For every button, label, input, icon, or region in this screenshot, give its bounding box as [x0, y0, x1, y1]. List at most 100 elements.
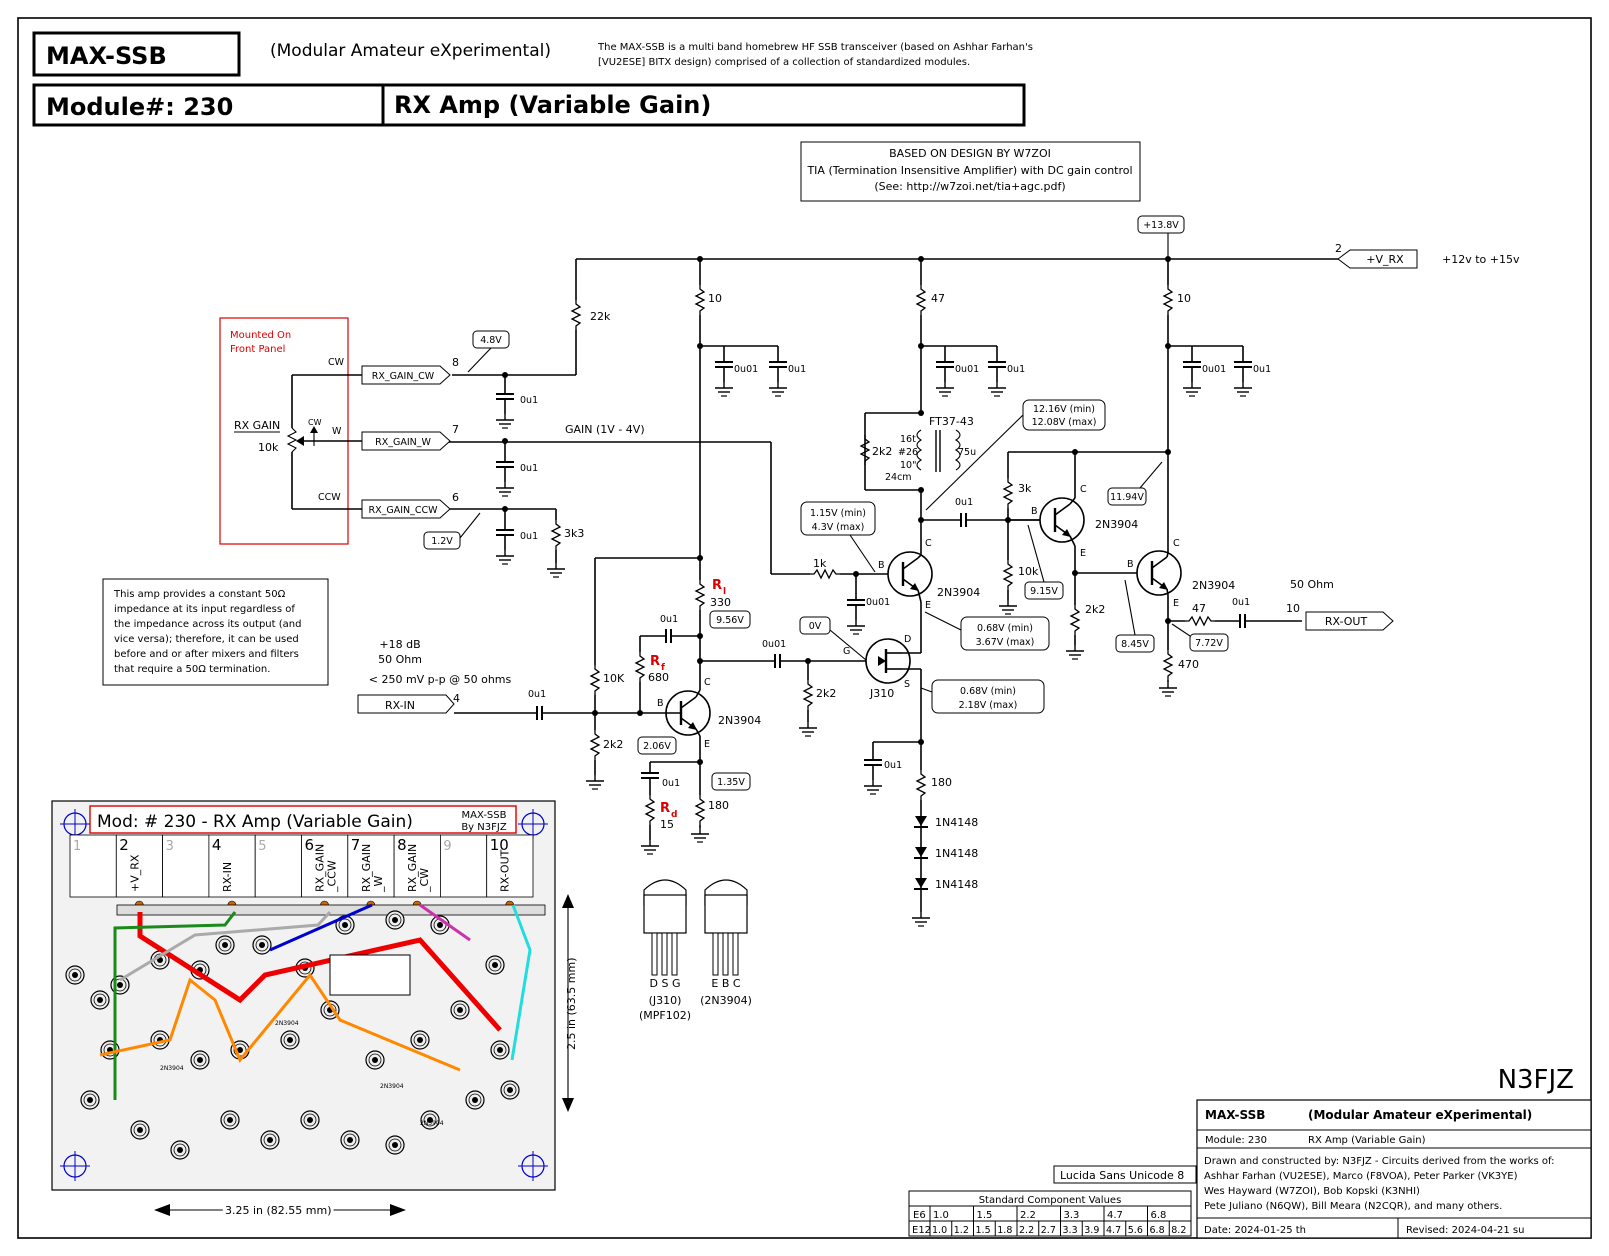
- note-line5: before and or after mixers and filters: [114, 649, 299, 660]
- cap-0u1-a: 0u1: [788, 364, 806, 375]
- voltage-vem1: 0.68V (min): [977, 623, 1033, 634]
- res-2k2-gate: 2k2: [816, 687, 836, 700]
- e6-value: 6.8: [1151, 1210, 1167, 1221]
- gain-range: GAIN (1V - 4V): [565, 423, 645, 436]
- board-pin-label: _W: [372, 876, 385, 894]
- diode-3: 1N4148: [935, 878, 978, 891]
- cap-0u1-in: 0u1: [528, 689, 546, 700]
- cap-0u1-em: 0u1: [662, 778, 680, 789]
- voltage-vcol1: 12.16V (min): [1033, 404, 1095, 415]
- cap-0u1-cpl: 0u1: [955, 497, 973, 508]
- board-pin-number: 3: [166, 839, 174, 854]
- tb-module: Module: 230: [1205, 1135, 1267, 1146]
- res-3k3: 3k3: [564, 527, 584, 540]
- cap-0u1-w: 0u1: [520, 463, 538, 474]
- vrx-port[interactable]: [1337, 249, 1418, 269]
- project-box: [32, 31, 241, 77]
- gain-w-pin: 7: [452, 423, 459, 436]
- rx-out-port[interactable]: [1305, 611, 1394, 631]
- label-rl: R: [712, 578, 722, 593]
- pin-b-q4: B: [1127, 559, 1134, 570]
- rx-in-port[interactable]: [357, 694, 455, 714]
- board-part-3: 2N3904: [380, 1083, 404, 1090]
- gain-w-label: RX_GAIN_W: [375, 437, 431, 448]
- project-expansion: (Modular Amateur eXperimental): [270, 41, 551, 61]
- pin-e-q4: E: [1173, 598, 1179, 609]
- note-line4: vice versa); therefore, it can be used: [114, 634, 299, 645]
- tb-expansion: (Modular Amateur eXperimental): [1308, 1108, 1532, 1122]
- e12-value: 4.7: [1106, 1225, 1121, 1236]
- res-2k2-em: 2k2: [1085, 603, 1105, 616]
- board-width-dim: 3.25 in (82.55 mm): [225, 1204, 332, 1217]
- core-ft37: FT37-43: [929, 415, 974, 428]
- pin-c-q3: C: [1080, 484, 1087, 495]
- res-180b: 180: [931, 776, 952, 789]
- front-panel-line2: Front Panel: [230, 344, 285, 355]
- e12-value: 1.2: [954, 1225, 969, 1236]
- pot-w: W: [332, 426, 342, 437]
- pin-c-q4: C: [1173, 538, 1180, 549]
- cap-0u01-gate: 0u01: [762, 639, 786, 650]
- in-max-level: < 250 mV p-p @ 50 ohms: [369, 673, 512, 686]
- j1-label: J310: [869, 687, 894, 700]
- e12-value: 1.5: [976, 1225, 991, 1236]
- res-680: 680: [648, 671, 669, 684]
- cap-0u1-out: 0u1: [1232, 597, 1250, 608]
- board-part-4: 2N3904: [420, 1120, 444, 1127]
- res-2k2-bias: 2k2: [603, 738, 623, 751]
- gain-cw-port[interactable]: [361, 365, 451, 385]
- coil-length-in: 10": [900, 460, 916, 471]
- e6-label: E6: [913, 1210, 926, 1221]
- font-note: Lucida Sans Unicode 8: [1060, 1169, 1184, 1182]
- cap-0u1-b: 0u1: [1007, 364, 1025, 375]
- voltage-v1194: 11.94V: [1110, 492, 1144, 503]
- pin-e-q3: E: [1080, 548, 1086, 559]
- vrx-pin: 2: [1335, 242, 1342, 255]
- q1-label: 2N3904: [718, 714, 761, 727]
- tb-credits3: Wes Hayward (W7ZOI), Bob Kopski (K3NHI): [1204, 1186, 1420, 1197]
- voltage-v138: +13.8V: [1143, 220, 1179, 231]
- pin-b-q2: B: [878, 560, 885, 571]
- e6-value: 1.0: [933, 1210, 949, 1221]
- res-10k-bias: 10K: [603, 672, 625, 685]
- front-panel-box: [219, 317, 349, 545]
- e12-value: 3.3: [1063, 1225, 1078, 1236]
- design-note-line3: (See: http://w7zoi.net/tia+agc.pdf): [874, 180, 1065, 193]
- board-pin-number: 4: [212, 836, 222, 854]
- board-height-dim: 2.5 in (63.5 mm): [565, 957, 578, 1050]
- label-rd: R: [660, 801, 670, 816]
- bjt-pins: E B C: [711, 977, 740, 990]
- cap-0u01-a: 0u01: [734, 364, 758, 375]
- package-j310: [643, 879, 687, 976]
- label-rf-sub: f: [661, 663, 665, 673]
- gain-ccw-port[interactable]: [361, 499, 451, 519]
- coil-wire: #26: [898, 447, 918, 458]
- diode-1: 1N4148: [935, 816, 978, 829]
- project-description-2: [VU2ESE] BITX design) comprised of a col…: [598, 57, 970, 68]
- jfet-j1: [864, 637, 912, 685]
- module-title: RX Amp (Variable Gain): [394, 91, 711, 119]
- cap-0u1-c: 0u1: [1253, 364, 1271, 375]
- bjt-name: (2N3904): [700, 994, 752, 1007]
- res-10b: 10: [1177, 292, 1191, 305]
- voltage-v956: 9.56V: [716, 615, 744, 626]
- voltage-v206: 2.06V: [643, 741, 671, 752]
- board-pin-number: 6: [305, 836, 315, 854]
- rx-out-label: RX-OUT: [1325, 615, 1368, 628]
- pin-b-q3: B: [1031, 506, 1038, 517]
- board-title: Mod: # 230 - RX Amp (Variable Gain): [97, 812, 413, 832]
- pot-ccw: CCW: [318, 492, 341, 503]
- voltage-v0: 0V: [809, 621, 822, 632]
- gain-w-port[interactable]: [361, 431, 451, 451]
- pin-d-j1: D: [904, 634, 911, 645]
- project-title: MAX-SSB: [46, 42, 167, 70]
- note-line3: the impedance across its output (and: [114, 619, 301, 630]
- module-box: [32, 83, 1026, 127]
- board-pin-label: _CW: [418, 868, 431, 893]
- in-level: +18 dB: [379, 638, 420, 651]
- e12-value: 8.2: [1171, 1225, 1186, 1236]
- pin-s-j1: S: [904, 679, 910, 690]
- tb-module-title: RX Amp (Variable Gain): [1308, 1135, 1426, 1146]
- tb-revised: Revised: 2024-04-21 su: [1406, 1225, 1524, 1236]
